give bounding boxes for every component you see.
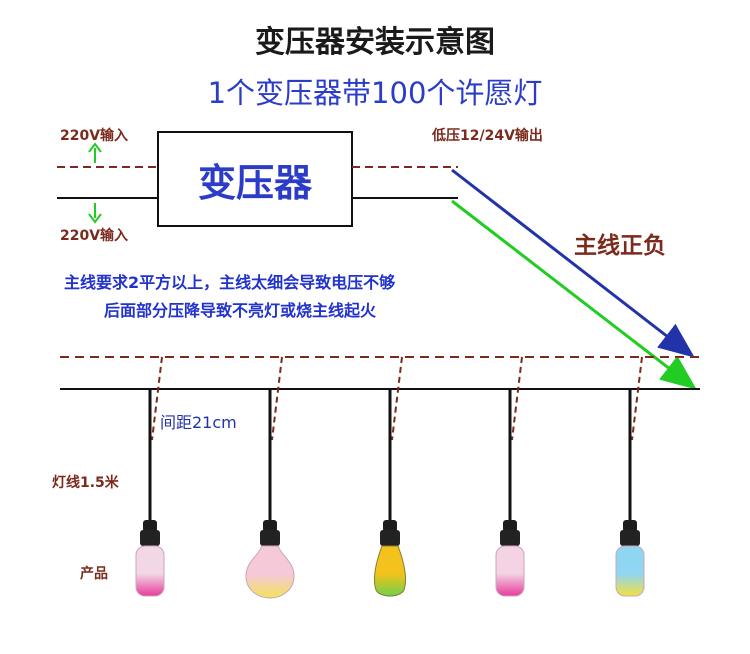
output-label: 低压12/24V输出 (431, 127, 543, 144)
bulb-glass (245, 545, 295, 599)
page-subtitle: 1个变压器带100个许愿灯 (208, 76, 543, 110)
bulb-glass (495, 545, 525, 597)
socket-cap (623, 520, 637, 532)
lamp-socket (140, 530, 160, 546)
lamp-rainbow-bottle (615, 356, 645, 597)
input-top-label: 220V输入 (60, 127, 128, 144)
connector-positive (151, 356, 163, 441)
negative-feed-arrow (451, 199, 697, 390)
connector-positive (511, 356, 523, 441)
lamp-drops (135, 356, 645, 599)
cord-length-label: 灯线1.5米 (52, 474, 120, 491)
lamp-socket (260, 530, 280, 546)
bulb-glass (615, 545, 645, 597)
connector-positive (631, 356, 643, 441)
lamp-socket (380, 530, 400, 546)
lamp-pink-bottle-2 (495, 356, 525, 597)
arrow-down-icon (88, 203, 102, 224)
socket-cap (143, 520, 157, 532)
socket-cap (383, 520, 397, 532)
bulb-glass (373, 545, 407, 597)
product-label: 产品 (80, 565, 108, 582)
page-title: 变压器安装示意图 (255, 25, 495, 60)
transformer-box (157, 131, 353, 227)
lamp-pink-bottle (135, 356, 165, 597)
lamp-globe-flower (245, 356, 295, 599)
positive-feed-arrow (451, 168, 695, 358)
warning-line-2: 后面部分压降导致不亮灯或烧主线起火 (104, 301, 377, 320)
connector-positive (391, 356, 403, 441)
arrow-up-icon (88, 142, 102, 163)
warning-line-1: 主线要求2平方以上，主线太细会导致电压不够 (64, 273, 395, 292)
socket-cap (503, 520, 517, 532)
input-bottom-label: 220V输入 (60, 227, 128, 244)
main-line-label: 主线正负 (574, 232, 666, 259)
lamp-cone-yellow (373, 356, 407, 597)
lamp-socket (620, 530, 640, 546)
lamp-socket (500, 530, 520, 546)
connector-positive (271, 356, 283, 441)
socket-cap (263, 520, 277, 532)
spacing-label: 间距21cm (160, 413, 237, 432)
bulb-glass (135, 545, 165, 597)
transformer-label: 变压器 (198, 161, 313, 205)
